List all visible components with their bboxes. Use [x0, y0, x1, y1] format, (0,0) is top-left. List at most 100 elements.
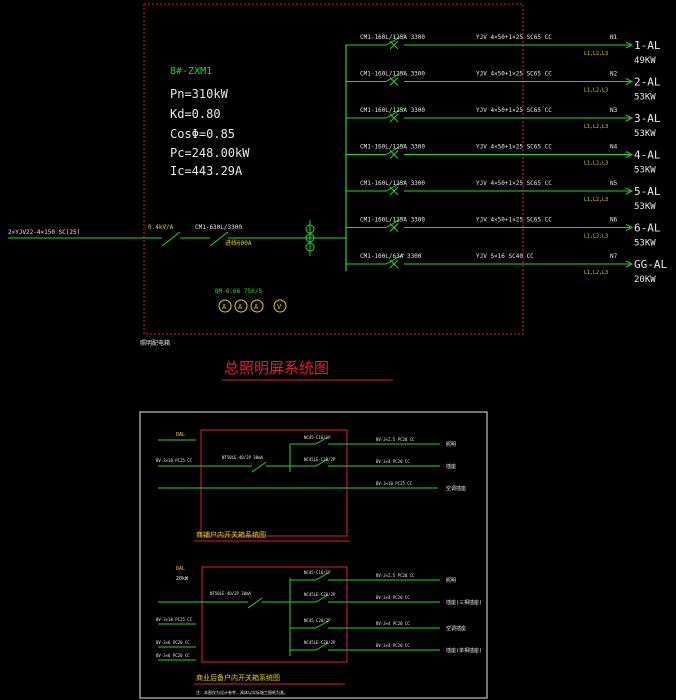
feeder-phases-label: L1,L2,L3: [584, 88, 608, 94]
lower-top-main-breaker: NT50LE-40/2P 30mA: [222, 455, 264, 460]
lower-bottom-output-row: NC45-C20/2P BV-3×4 PC20 CC 空调插座: [290, 618, 466, 632]
main-breaker-label: CM1-630L/3300: [195, 224, 242, 231]
feeder-power: 49KW: [634, 56, 656, 66]
feeder-power: 20KW: [634, 275, 656, 285]
panel-enclosure: [143, 3, 524, 335]
feeder-breaker-label: CM1-160L/125A 3300: [360, 71, 425, 78]
current-transformer-symbol: [305, 220, 315, 256]
lower-bottom-output-row: NC45LE-C20/2P BV-3×4 PC20 CC 插座(单相插座): [290, 640, 482, 654]
lower-top-output-group: NC45-C16/1P BV-3×2.5 PC20 CC 照明 NC45LE-C20/…: [196, 435, 466, 492]
meter-symbol: A: [222, 303, 227, 311]
lower-bottom-cable: BV-3×4 PC20 CC: [376, 621, 410, 626]
lower-top-enclosure: [200, 429, 348, 537]
lower-bottom-load: 插座(单相插座): [446, 647, 482, 654]
lower-bottom-breaker: NC45-C20/2P: [304, 618, 331, 623]
feeder-circuit-label: N2: [610, 71, 618, 78]
lower-bottom-side-group: BV-3×10 PC25 CC BV-3×6 PC20 CC BV-3×6 PC20…: [156, 617, 196, 661]
main-breaker-symbol: [209, 231, 229, 247]
feeder-circuit-label: N4: [610, 144, 618, 151]
lower-top-in-label: DAL: [176, 432, 185, 438]
lower-bottom-breaker: NC45LE-C20/2P: [304, 640, 336, 645]
lower-top-load: 插座: [446, 463, 456, 470]
lower-top-cable: BV-3×4 PC20 CC: [376, 459, 410, 464]
lower-top-cable: BV-3×10 PC25 CC: [376, 481, 413, 486]
feeder-phases-label: L1,L2,L3: [584, 161, 608, 167]
feeder-cable-label: YJV 4×50+1×25 SC65 CC: [476, 217, 552, 224]
feeder-cable-label: YJV 5×16 SC40 CC: [476, 253, 534, 260]
meter-label: BM-0.66 750/5: [215, 288, 262, 295]
lower-bottom-side-cable: BV-3×10 PC25 CC: [156, 617, 193, 622]
feeder-name: 4-AL: [634, 149, 661, 162]
feeder-breaker-label: CM1-160L/125A 3300: [360, 144, 425, 151]
main-breaker-sub: 进线600A: [225, 239, 252, 247]
lower-bottom-load: 空调插座: [446, 625, 466, 632]
feeder-row: CM1-160L/125A 3300 YJV 4×50+1×25 SC65 CC N…: [346, 144, 661, 176]
feeder-cable-label: YJV 4×50+1×25 SC65 CC: [476, 144, 552, 151]
feeder-power: 53KW: [634, 93, 656, 103]
feeder-power: 53KW: [634, 239, 656, 249]
panel-ic: Ic=443.29A: [170, 164, 243, 178]
feeder-name: 2-AL: [634, 76, 661, 89]
fuse-label: 0.4kV/A: [148, 224, 174, 231]
diagram-title: 总照明屏系统图: [224, 359, 329, 377]
isolator-symbol: [161, 231, 181, 247]
lower-bottom-cable: BV-3×2.5 PC20 CC: [376, 573, 415, 578]
feeder-cable-label: YJV 4×50+1×25 SC65 CC: [476, 180, 552, 187]
feeder-phases-label: L1,L2,L3: [584, 197, 608, 203]
feeder-power: 53KW: [634, 202, 656, 212]
feeder-circuit-label: N6: [610, 217, 618, 224]
lower-bottom-side-row: BV-3×6 PC20 CC: [156, 640, 196, 648]
feeder-row: CM1-160L/125A 3300 YJV 4×50+1×25 SC65 CC N…: [346, 107, 661, 139]
lower-bottom-load: 照明: [446, 578, 456, 584]
lower-bottom-in-label: DAL: [176, 566, 185, 572]
lower-frame: [139, 411, 488, 699]
lower-bottom-main-breaker: NT50LE-40/2P 30mA: [210, 591, 252, 596]
lower-bottom-cable: BV-3×4 PC20 CC: [376, 643, 410, 648]
lower-bottom-side-row: BV-3×6 PC20 CC: [156, 653, 196, 661]
lower-bottom-load: 插座(三相插座): [446, 599, 482, 606]
panel-pn: Pn=310kW: [170, 87, 229, 101]
lower-top-in-cable: BV-3×10 PC25 CC: [156, 458, 193, 463]
box-caption: 照明配电箱: [140, 339, 170, 347]
feeder-circuit-label: N7: [610, 253, 618, 260]
lower-bottom-enclosure: [201, 566, 348, 663]
lower-top-load: 空调插座: [446, 485, 466, 492]
lower-bottom-in-power: 20kW: [176, 576, 189, 582]
meter-symbol: V: [277, 303, 282, 311]
lower-top-cable: BV-3×2.5 PC20 CC: [376, 437, 415, 442]
meter-symbol: A: [254, 303, 259, 311]
feeder-breaker-label: CM1-160L/125A 3300: [360, 107, 425, 114]
lower-bottom-title: 商业后备户内开关箱系统图: [196, 673, 280, 682]
lower-top-breaker: NC45LE-C20/2P: [304, 457, 336, 462]
lower-top-load: 照明: [446, 442, 456, 448]
feeder-name: 1-AL: [634, 39, 661, 52]
feeder-name: 5-AL: [634, 185, 661, 198]
feeder-row: CM1-160L/125A 3300 YJV 4×50+1×25 SC65 CC N…: [346, 34, 661, 66]
meter-symbol: A: [238, 303, 243, 311]
feeder-circuit-label: N5: [610, 180, 618, 187]
feeder-cable-label: YJV 4×50+1×25 SC65 CC: [476, 71, 552, 78]
feeder-cable-label: YJV 4×50+1×25 SC65 CC: [476, 34, 552, 41]
feeder-circuit-label: N1: [610, 34, 618, 41]
feeder-name: GG-AL: [634, 258, 667, 271]
feeder-cable-label: YJV 4×50+1×25 SC65 CC: [476, 107, 552, 114]
feeder-circuit-label: N3: [610, 107, 618, 114]
feeder-name: 3-AL: [634, 112, 661, 125]
feeder-phases-label: L1,L2,L3: [584, 270, 608, 276]
feeder-name: 6-AL: [634, 222, 661, 235]
lower-top-breaker: NC45-C16/1P: [304, 435, 331, 440]
feeder-row: CM1-160L/125A 3300 YJV 4×50+1×25 SC65 CC N…: [346, 71, 661, 103]
lower-bottom-breaker: NC45LE-C20/2P: [304, 592, 336, 597]
feeder-phases-label: L1,L2,L3: [584, 234, 608, 240]
lower-bottom-side-cable: BV-3×6 PC20 CC: [156, 653, 190, 658]
feeder-breaker-label: CM1-160L/125A 3300: [360, 34, 425, 41]
lower-top-output-row: BV-3×10 PC25 CC 空调插座: [196, 481, 466, 492]
feeder-phases-label: L1,L2,L3: [584, 51, 608, 57]
lower-bottom-side-cable: BV-3×6 PC20 CC: [156, 640, 190, 645]
